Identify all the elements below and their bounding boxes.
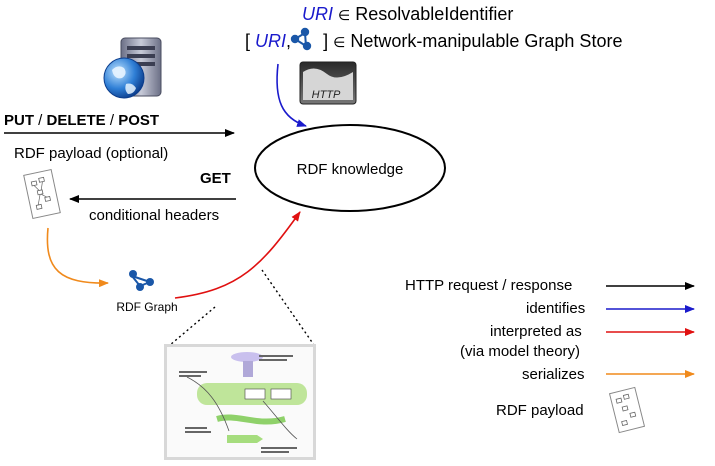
resolvable-identifier-label: ResolvableIdentifier xyxy=(355,4,514,24)
identifies-arrow xyxy=(276,63,307,127)
conditional-headers-label: conditional headers xyxy=(89,207,220,224)
bracket-open: [ xyxy=(245,31,251,51)
rdf-graph-label: RDF Graph xyxy=(116,300,177,314)
legend-payload-label: RDF payload xyxy=(496,402,584,419)
zoom-line-right xyxy=(261,269,315,346)
rdf-knowledge-node xyxy=(254,124,446,212)
legend-identifies-label: identifies xyxy=(526,300,586,317)
graph-store-label: Network-manipulable Graph Store xyxy=(350,31,623,51)
legend-interpreted-sublabel: (via model theory) xyxy=(460,343,581,360)
put-label: PUT xyxy=(4,112,34,129)
legend-http-label: HTTP request / response xyxy=(405,277,573,294)
http-badge-label: HTTP xyxy=(312,89,341,101)
get-label: GET xyxy=(200,170,231,187)
slash-2: / xyxy=(109,112,115,129)
document-icon xyxy=(23,168,61,220)
rdf-knowledge-label: RDF knowledge xyxy=(297,161,404,178)
slash-1: / xyxy=(38,112,43,129)
element-of-1: ∈ xyxy=(338,7,351,23)
header-line-1: URI ∈ ResolvableIdentifier xyxy=(302,4,513,25)
post-label: POST xyxy=(118,112,160,129)
legend-serializes-label: serializes xyxy=(522,366,585,383)
methods-label: PUT / DELETE / POST xyxy=(4,112,159,129)
delete-label: DELETE xyxy=(46,112,106,129)
header-line-2: [ URI, ] ∈ Network-manipulable Graph Sto… xyxy=(245,31,622,52)
payload-optional-label: RDF payload (optional) xyxy=(14,145,169,162)
graph-icon xyxy=(290,27,312,51)
server-globe-icon xyxy=(103,37,162,99)
http-badge-icon xyxy=(299,61,357,105)
comma: , xyxy=(286,31,292,51)
element-of-2: ∈ xyxy=(333,34,346,50)
interpreted-arrow xyxy=(174,211,301,299)
rdf-graph-icon xyxy=(129,270,154,291)
model-theory-thumbnail xyxy=(164,344,316,460)
uri-label-1: URI xyxy=(302,4,333,24)
bracket-close: ] xyxy=(323,31,329,51)
serializes-arrow xyxy=(46,227,109,288)
legend-interpreted-label: interpreted as xyxy=(490,323,582,340)
thumbnail-figure xyxy=(179,352,307,453)
legend-document-icon xyxy=(608,386,646,434)
uri-label-2: URI xyxy=(255,31,287,51)
